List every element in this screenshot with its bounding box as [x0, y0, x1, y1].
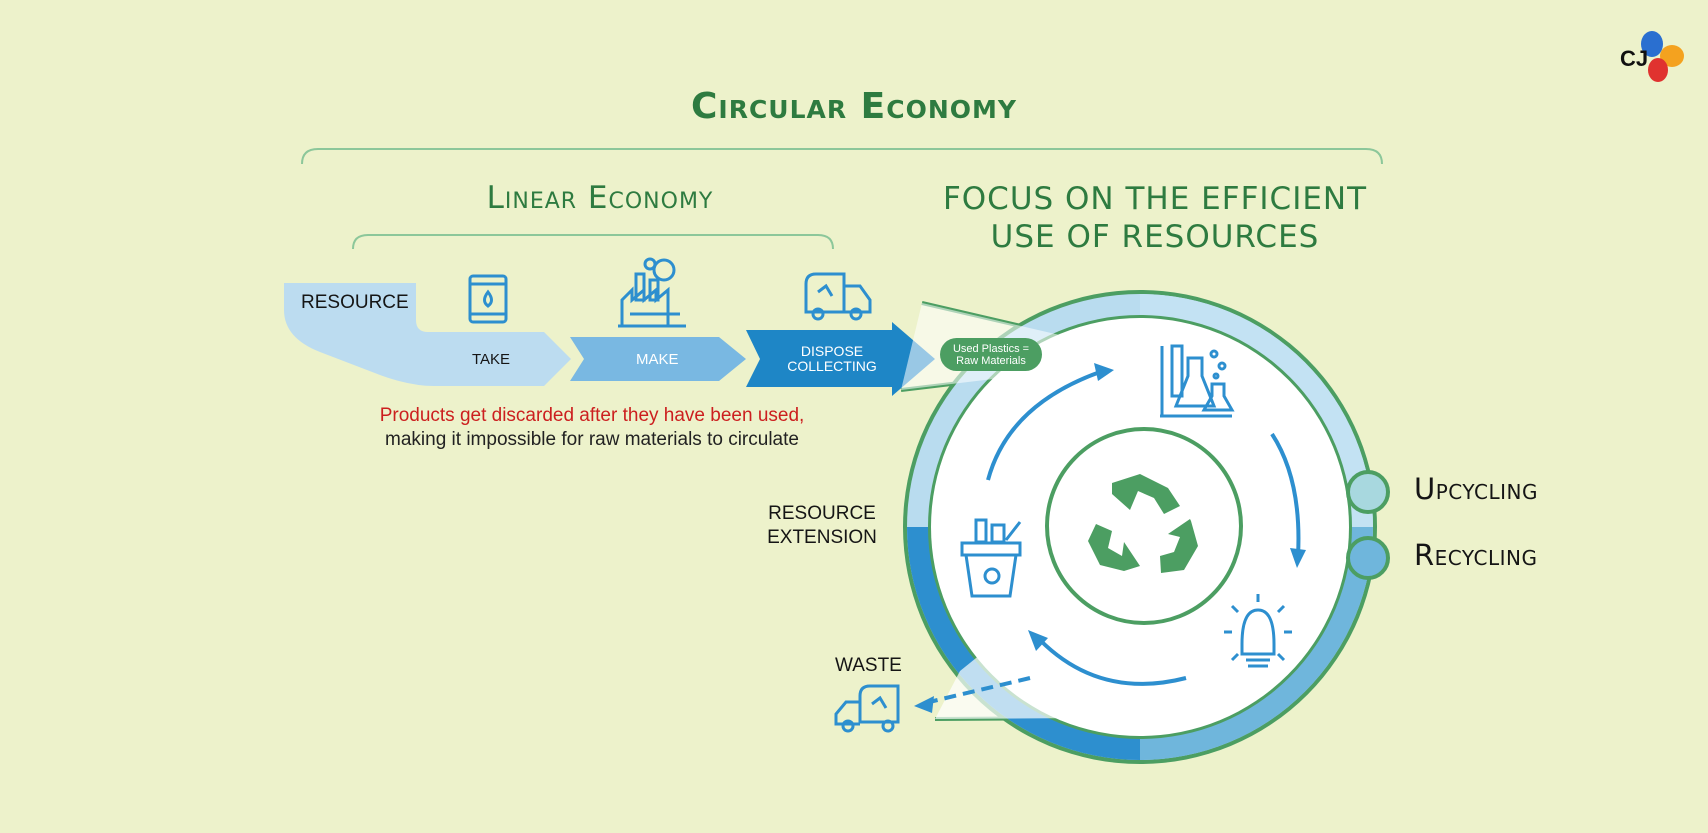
recycling-basket-icon — [960, 518, 1022, 598]
make-label: MAKE — [636, 351, 679, 368]
recycle-icon — [1088, 474, 1198, 573]
cycle-arrows — [924, 370, 1301, 705]
resource-extension-line1: RESOURCE — [768, 503, 876, 524]
linear-note: Products get discarded after they have b… — [372, 404, 812, 452]
oil-barrel-icon — [468, 274, 508, 324]
make-arrow — [570, 337, 746, 381]
resource-take-arrow — [284, 283, 571, 386]
note-red-text: Products get discarded after they have b… — [379, 405, 805, 426]
focus-title-line1: Focus on the efficient — [942, 181, 1368, 217]
inner-disk — [931, 318, 1349, 736]
garbage-truck-icon — [804, 272, 872, 321]
lightbulb-icon — [1224, 594, 1292, 668]
take-label: TAKE — [472, 351, 511, 368]
waste-label: WASTE — [835, 655, 902, 676]
resource-extension-label: RESOURCE EXTENSION — [760, 502, 884, 550]
linear-economy-bracket — [352, 234, 834, 250]
used-plastics-badge: Used Plastics = Raw Materials — [940, 338, 1042, 371]
focus-title: Focus on the efficient use of resources — [900, 180, 1410, 256]
resource-extension-line2: EXTENSION — [767, 527, 877, 548]
linear-economy-title: Linear Economy — [486, 180, 714, 216]
recycling-dot — [1346, 536, 1390, 580]
waste-truck-icon — [834, 684, 900, 733]
upcycling-dot — [1346, 470, 1390, 514]
note-text: making it impossible for raw materials t… — [385, 429, 799, 450]
dispose-arrow — [746, 322, 935, 396]
focus-title-line2: use of resources — [990, 219, 1320, 255]
dispose-label-line2: COLLECTING — [787, 358, 877, 374]
upcycling-label: Upcycling — [1414, 472, 1538, 506]
badge-line2: Raw Materials — [956, 354, 1026, 367]
cycle-arrowheads — [914, 363, 1306, 713]
center-ring — [1045, 427, 1243, 625]
cj-logo-text: CJ — [1620, 46, 1649, 71]
dispose-label-line1: DISPOSE — [800, 343, 864, 359]
dispose-label: DISPOSE COLLECTING — [770, 344, 894, 374]
cj-logo — [1641, 31, 1684, 82]
recycling-label: Recycling — [1414, 538, 1538, 572]
resource-label: RESOURCE — [301, 292, 409, 313]
badge-line1: Used Plastics = — [952, 342, 1030, 355]
lab-flask-icon — [1160, 344, 1235, 418]
circular-economy-title: Circular Economy — [690, 86, 1018, 127]
circular-economy-bracket — [301, 148, 1383, 165]
factory-icon — [618, 257, 686, 328]
